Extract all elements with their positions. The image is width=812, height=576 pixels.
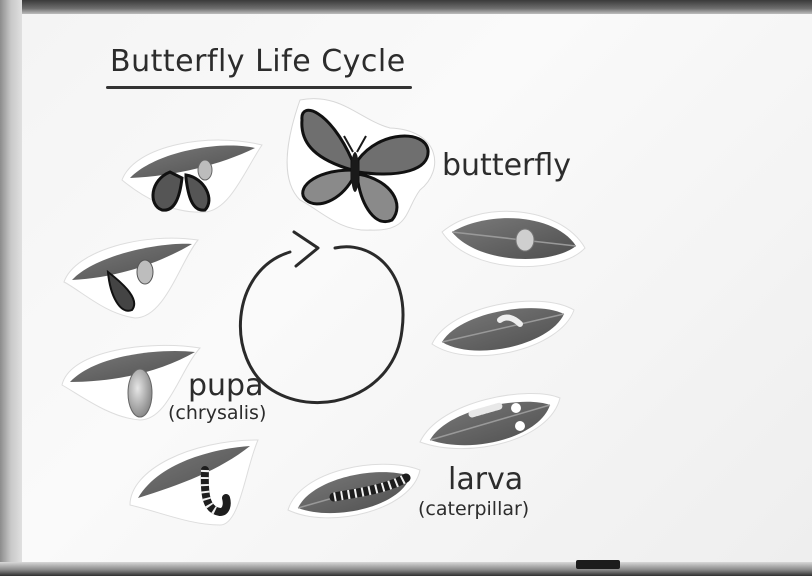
chrysalis-icon	[128, 369, 152, 417]
egg-icon	[516, 229, 534, 251]
label-pupa: pupa	[188, 368, 263, 403]
butterfly-card	[287, 99, 435, 231]
drying-butterfly-leaf-card	[122, 140, 262, 212]
eating-caterpillar-leaf-card	[420, 393, 560, 448]
cycle-arrow-icon	[294, 232, 318, 266]
label-caterpillar: (caterpillar)	[418, 498, 529, 520]
cycle-circle	[240, 247, 403, 403]
label-butterfly: butterfly	[442, 148, 571, 183]
label-larva: larva	[448, 462, 523, 497]
egg-leaf-card	[442, 211, 585, 266]
j-caterpillar-leaf-card	[130, 440, 258, 525]
label-chrysalis: (chrysalis)	[168, 402, 266, 424]
young-caterpillar-leaf-card	[432, 301, 574, 356]
caterpillar-leaf-card	[288, 464, 420, 518]
dark-chrysalis-leaf-card	[64, 238, 198, 318]
